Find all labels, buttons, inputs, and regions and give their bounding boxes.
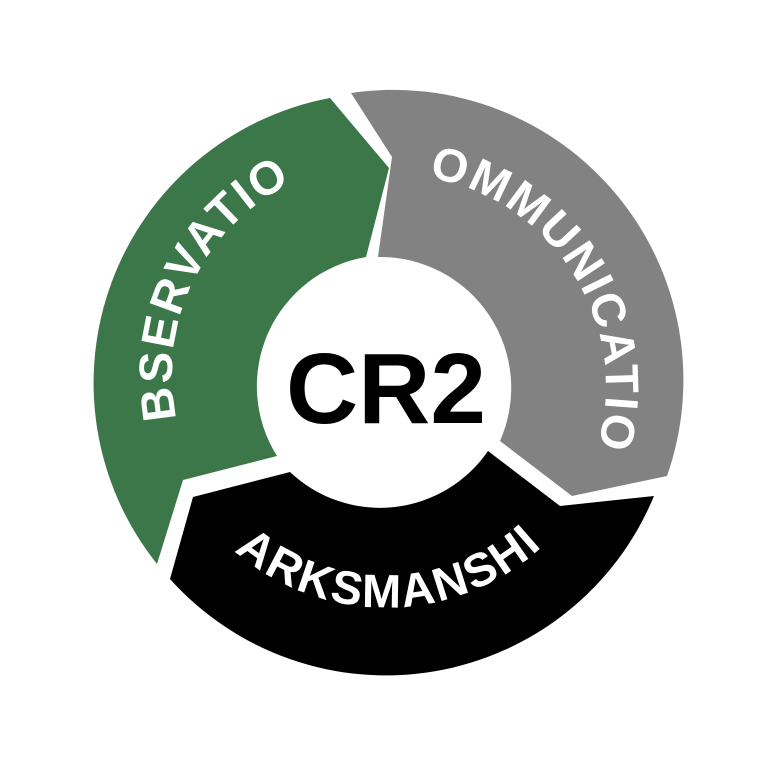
center-label: CR2 [286, 333, 486, 445]
marksmanship-segment [170, 451, 654, 676]
observation-segment [93, 98, 389, 564]
communication-segment [351, 89, 684, 496]
